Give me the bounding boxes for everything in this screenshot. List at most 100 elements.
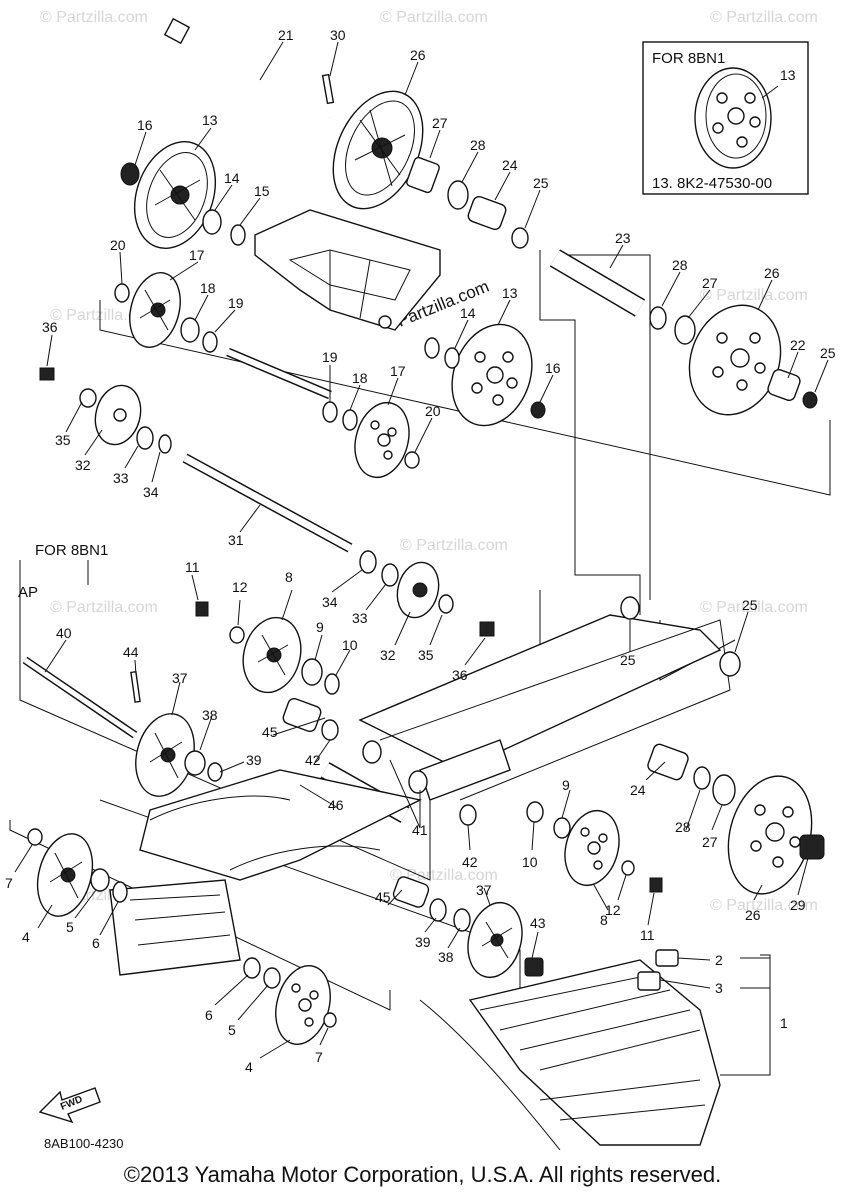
callout: 46 bbox=[328, 797, 344, 813]
callout: 26 bbox=[410, 47, 426, 63]
wheel-26-top bbox=[332, 90, 424, 210]
callout: 23 bbox=[615, 230, 631, 246]
watermark: © Partzilla.com bbox=[400, 537, 508, 554]
callout: 25 bbox=[620, 652, 636, 668]
leader-lines bbox=[14, 41, 829, 1059]
callout: 14 bbox=[460, 305, 476, 321]
wheel-17-lower bbox=[354, 401, 410, 479]
callout: 40 bbox=[56, 625, 72, 641]
callout: 39 bbox=[415, 934, 431, 950]
callout: 45 bbox=[375, 889, 391, 905]
watermark: © Partzilla.com bbox=[380, 9, 488, 26]
callout: 9 bbox=[562, 777, 570, 793]
small-parts bbox=[27, 156, 825, 1028]
callout: 37 bbox=[476, 882, 492, 898]
watermark: © Partzilla.com bbox=[710, 9, 818, 26]
label-ap: AP bbox=[18, 584, 38, 601]
wheel-37-upper bbox=[135, 713, 195, 797]
wheel-8-upper bbox=[242, 616, 302, 694]
callout: 15 bbox=[254, 183, 270, 199]
watermark: © Partzilla.com bbox=[50, 599, 158, 616]
callout: 27 bbox=[702, 275, 718, 291]
callout: 6 bbox=[92, 935, 100, 951]
callout: 30 bbox=[330, 27, 346, 43]
callout: 20 bbox=[425, 403, 441, 419]
callout: 24 bbox=[630, 782, 646, 798]
watermark: © Partzilla.com bbox=[40, 9, 148, 26]
callout: 32 bbox=[380, 647, 396, 663]
callout: 13 bbox=[502, 285, 518, 301]
callout: 44 bbox=[123, 644, 139, 660]
wheel-8-lower bbox=[564, 809, 620, 887]
copyright-notice: ©2013 Yamaha Motor Corporation, U.S.A. A… bbox=[123, 1162, 722, 1187]
callout: 12 bbox=[605, 902, 621, 918]
callout: 18 bbox=[200, 280, 216, 296]
callout: 17 bbox=[189, 247, 205, 263]
callout: 28 bbox=[672, 257, 688, 273]
callout: 3 bbox=[715, 980, 723, 996]
callouts: 21 30 26 16 13 27 28 24 25 14 15 20 17 1… bbox=[5, 27, 836, 1075]
callout: 12 bbox=[232, 579, 248, 595]
callout: 39 bbox=[246, 752, 262, 768]
callout: 9 bbox=[316, 619, 324, 635]
callout: 43 bbox=[530, 915, 546, 931]
callout: 38 bbox=[438, 949, 454, 965]
callout: 26 bbox=[745, 907, 761, 923]
callout: 35 bbox=[418, 647, 434, 663]
watermark: © Partzilla.com bbox=[390, 867, 498, 884]
callout: 18 bbox=[352, 370, 368, 386]
callout: 21 bbox=[278, 27, 294, 43]
callout: 25 bbox=[533, 175, 549, 191]
wheel-4-left bbox=[36, 833, 94, 917]
callout: 35 bbox=[55, 432, 71, 448]
callout: 1 bbox=[780, 1015, 788, 1031]
callout: 2 bbox=[715, 952, 723, 968]
callout: 32 bbox=[75, 457, 91, 473]
diagram-code: 8AB100-4230 bbox=[44, 1136, 124, 1151]
wheel-26-right bbox=[688, 304, 782, 416]
callout: 38 bbox=[202, 707, 218, 723]
watermark: © Partzilla.com bbox=[700, 599, 808, 616]
callout: 36 bbox=[42, 319, 58, 335]
callout: 33 bbox=[352, 610, 368, 626]
wheel-17-upper bbox=[129, 272, 181, 348]
callout: 31 bbox=[228, 532, 244, 548]
callout: 10 bbox=[342, 637, 358, 653]
callout: 26 bbox=[764, 265, 780, 281]
wheel-32-upper bbox=[94, 384, 142, 446]
callout: 4 bbox=[245, 1059, 253, 1075]
callout: 24 bbox=[502, 157, 518, 173]
callout: 28 bbox=[470, 137, 486, 153]
wheel-37-lower bbox=[467, 901, 523, 979]
callout: 16 bbox=[137, 117, 153, 133]
watermark: © Partzilla.com bbox=[700, 287, 808, 304]
callout: 22 bbox=[790, 337, 806, 353]
callout: 7 bbox=[5, 875, 13, 891]
callout: 19 bbox=[322, 349, 338, 365]
callout: 11 bbox=[185, 559, 200, 575]
callout: 7 bbox=[315, 1049, 323, 1065]
callout: 5 bbox=[228, 1022, 236, 1038]
inset-title: FOR 8BN1 bbox=[652, 50, 725, 67]
inset-callout: 13 bbox=[780, 67, 796, 83]
callout: 33 bbox=[113, 470, 129, 486]
label-for-8bn1: FOR 8BN1 bbox=[35, 542, 108, 559]
callout: 8 bbox=[285, 569, 293, 585]
callout: 45 bbox=[262, 724, 278, 740]
inset-8bn1: FOR 8BN1 13 13. 8K2-47530-00 bbox=[642, 41, 809, 195]
callout: 27 bbox=[432, 115, 448, 131]
callout: 25 bbox=[742, 597, 758, 613]
callout: 6 bbox=[205, 1007, 213, 1023]
callout: 5 bbox=[66, 919, 74, 935]
variant-labels: FOR 8BN1 AP bbox=[18, 542, 108, 601]
callout: 27 bbox=[702, 834, 718, 850]
callout: 11 bbox=[640, 927, 655, 943]
wheel-32-lower bbox=[396, 561, 440, 619]
callout: 25 bbox=[820, 345, 836, 361]
callout: 17 bbox=[390, 363, 406, 379]
callout: 42 bbox=[462, 854, 478, 870]
callout: 16 bbox=[545, 360, 561, 376]
callout: 14 bbox=[224, 170, 240, 186]
wheel-13-middle bbox=[451, 323, 533, 427]
